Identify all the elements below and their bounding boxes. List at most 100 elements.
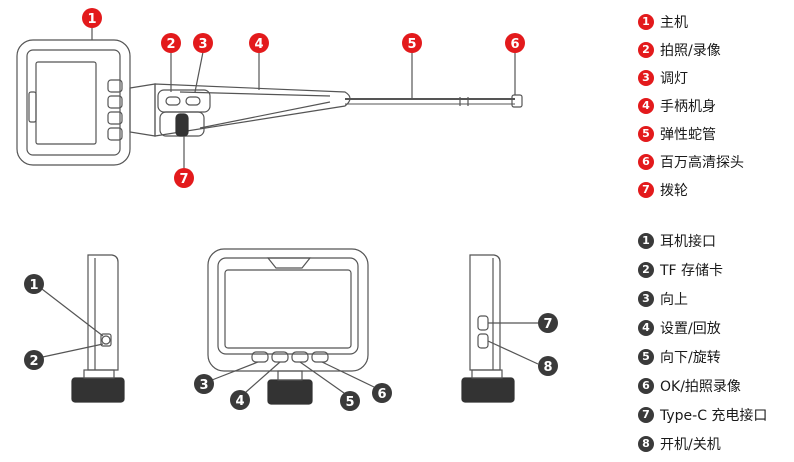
btn-ok <box>311 351 329 363</box>
headphone-jack <box>101 335 111 345</box>
front-leader-6 <box>321 361 375 388</box>
front-callouts: 3 4 5 6 <box>194 374 392 411</box>
host-button-2 <box>107 95 123 109</box>
host-button-1 <box>107 79 123 93</box>
bottom-callout-8-label: 8 <box>543 360 552 375</box>
legend-number-badge: 4 <box>638 320 654 336</box>
front-top-tab <box>266 257 312 269</box>
bottom-callout-7-label: 7 <box>543 317 552 332</box>
top-callout-2 <box>161 33 181 53</box>
left-wheel-collar <box>83 369 115 379</box>
legend-number-badge: 7 <box>638 182 654 198</box>
legend-number-badge: 5 <box>638 126 654 142</box>
legend-label: 耳机接口 <box>660 234 716 250</box>
legend-number-badge: 1 <box>638 14 654 30</box>
top-callout-3-label: 3 <box>198 37 207 52</box>
front-wheel-collar <box>277 370 303 381</box>
front-leader-5 <box>299 361 345 394</box>
right-side-callouts: 7 8 <box>538 313 558 376</box>
legend-number-badge: 3 <box>638 291 654 307</box>
front-leader-4 <box>245 361 281 393</box>
connector-neck <box>129 83 156 137</box>
legend-number-badge: 4 <box>638 98 654 114</box>
right-side-body <box>469 254 501 371</box>
bottom-callout-2-label: 2 <box>29 354 38 369</box>
legend-label: Type-C 充电接口 <box>660 408 768 424</box>
left-side-callouts: 1 2 <box>24 274 44 370</box>
left-leader-2 <box>37 343 104 359</box>
handle-inner-line <box>179 91 331 97</box>
bottom-legend-item: 2 TF 存储卡 <box>638 259 767 281</box>
top-callout-2-label: 2 <box>166 37 175 52</box>
bottom-callout-7 <box>538 313 558 333</box>
host-side-tab <box>28 91 37 123</box>
probe-tip <box>511 94 523 108</box>
host-button-3 <box>107 111 123 125</box>
legend-label: OK/拍照录像 <box>660 379 741 395</box>
top-callout-6 <box>505 33 525 53</box>
front-leaders <box>211 361 375 394</box>
left-side-leaders <box>37 285 104 359</box>
top-legend-item: 1 主机 <box>638 11 744 33</box>
bottom-callout-5-label: 5 <box>345 395 354 410</box>
top-callout-7 <box>174 168 194 188</box>
bottom-callout-4 <box>230 390 250 410</box>
device-diagram: 1 2 3 4 5 6 7 1 2 <box>16 8 558 411</box>
host-screen-bezel <box>26 49 121 156</box>
front-body <box>207 248 369 372</box>
right-wheel-collar <box>471 369 503 379</box>
left-wheel <box>71 377 125 403</box>
front-wheel <box>267 379 313 405</box>
top-callout-5 <box>402 33 422 53</box>
btn-up <box>251 351 269 363</box>
legend-label: 手柄机身 <box>660 99 716 115</box>
thumb-wheel <box>175 113 189 137</box>
bottom-callout-8 <box>538 356 558 376</box>
leader-3 <box>194 51 204 93</box>
bottom-callout-4-label: 4 <box>235 394 244 409</box>
left-side-body <box>87 254 119 371</box>
legend-number-badge: 2 <box>638 262 654 278</box>
legend-number-badge: 7 <box>638 407 654 423</box>
legend-number-badge: 2 <box>638 42 654 58</box>
right-side-leaders <box>487 322 539 365</box>
top-leader-lines <box>91 27 516 168</box>
bottom-callout-6 <box>372 383 392 403</box>
legend-label: 弹性蛇管 <box>660 127 716 143</box>
legend-label: 主机 <box>660 15 688 31</box>
bottom-callout-1 <box>24 274 44 294</box>
legend-label: 向下/旋转 <box>660 350 721 366</box>
top-callout-1-label: 1 <box>87 12 96 27</box>
top-legend-item: 2 拍照/录像 <box>638 39 744 61</box>
bottom-legend-item: 7 Type-C 充电接口 <box>638 404 767 426</box>
bottom-callout-5 <box>340 391 360 411</box>
legend-label: 拍照/录像 <box>660 43 721 59</box>
capture-button <box>165 96 181 106</box>
legend-label: 拨轮 <box>660 183 688 199</box>
legend-label: TF 存储卡 <box>660 263 724 279</box>
legend-label: 百万高清探头 <box>660 155 744 171</box>
top-callouts: 1 2 3 4 5 6 7 <box>82 8 525 188</box>
top-callout-4 <box>249 33 269 53</box>
bottom-callout-3-label: 3 <box>199 378 208 393</box>
top-callout-5-label: 5 <box>407 37 416 52</box>
top-callout-3 <box>193 33 213 53</box>
host-button-4 <box>107 127 123 141</box>
host-unit-body <box>16 39 131 166</box>
legend-number-badge: 6 <box>638 378 654 394</box>
top-legend-item: 4 手柄机身 <box>638 95 744 117</box>
legend-label: 开机/关机 <box>660 437 721 453</box>
light-button <box>185 96 201 106</box>
legend-number-badge: 3 <box>638 70 654 86</box>
bottom-callout-2 <box>24 350 44 370</box>
right-side-view <box>461 254 515 403</box>
